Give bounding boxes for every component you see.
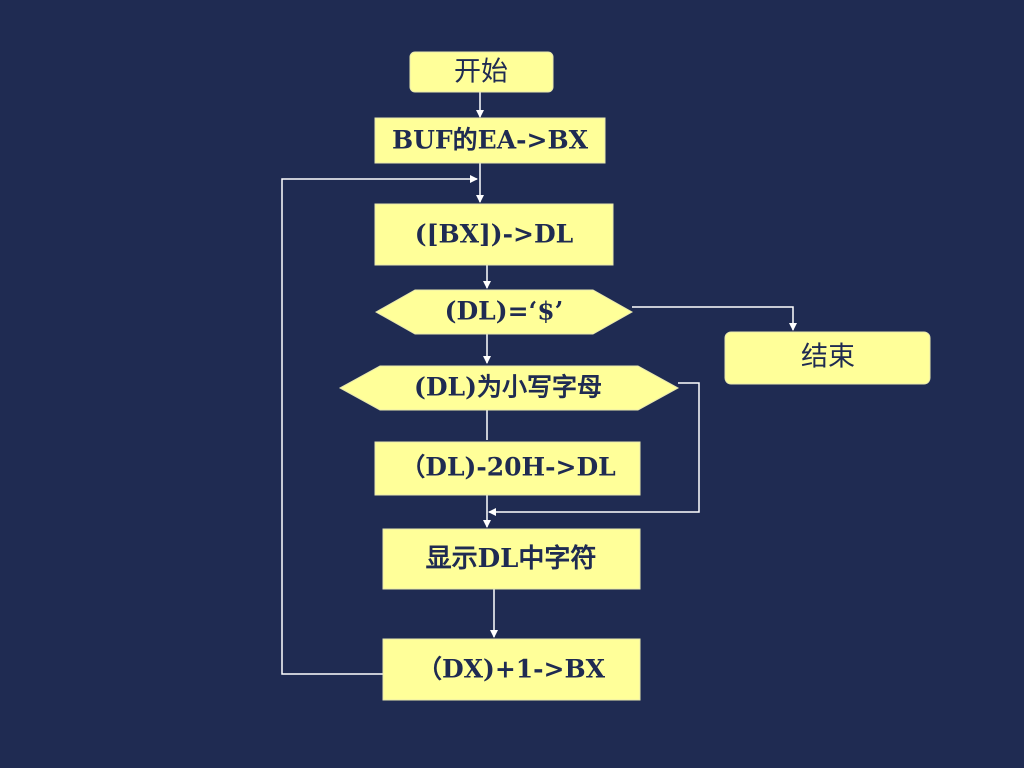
start-node-shape [409,51,554,93]
check-end-node-label: (DL)=‘$’ [445,297,564,326]
end-node-shape [724,331,931,385]
advance-pointer-node-label: （DX)+1->BX [417,655,606,684]
start-node-label: 开始 [454,57,508,88]
fetch-char-node-shape [374,203,614,266]
end-node: 结束 [724,331,931,385]
load-address-node: BUF的EA->BX [374,117,606,164]
advance-pointer-node-shape [382,638,641,701]
display-char-node: 显示DL中字符 [382,528,641,590]
to-upper-node-shape [374,441,641,496]
load-address-node-shape [374,117,606,164]
end-node-label: 结束 [801,342,855,373]
check-end-node-shape [374,289,634,335]
fetch-char-node-label: ([BX])->DL [415,220,574,249]
arrow-loop-back [281,175,478,675]
fetch-char-node: ([BX])->DL [374,203,614,266]
check-lowercase-node: (DL)为小写字母 [338,365,680,411]
display-char-node-label: 显示DL中字符 [426,543,597,574]
arrow-check-end-yes-to-end [632,306,797,331]
check-lowercase-node-shape [338,365,680,411]
connectors [281,92,797,675]
check-end-node: (DL)=‘$’ [374,289,634,335]
arrow-check-lowercase-bypass [488,382,700,516]
start-node: 开始 [409,51,554,93]
to-upper-node: （DL)-20H->DL [374,441,641,496]
check-lowercase-node-label: (DL)为小写字母 [414,373,602,402]
advance-pointer-node: （DX)+1->BX [382,638,641,701]
load-address-node-label: BUF的EA->BX [392,126,589,155]
to-upper-node-label: （DL)-20H->DL [400,453,616,482]
display-char-node-shape [382,528,641,590]
